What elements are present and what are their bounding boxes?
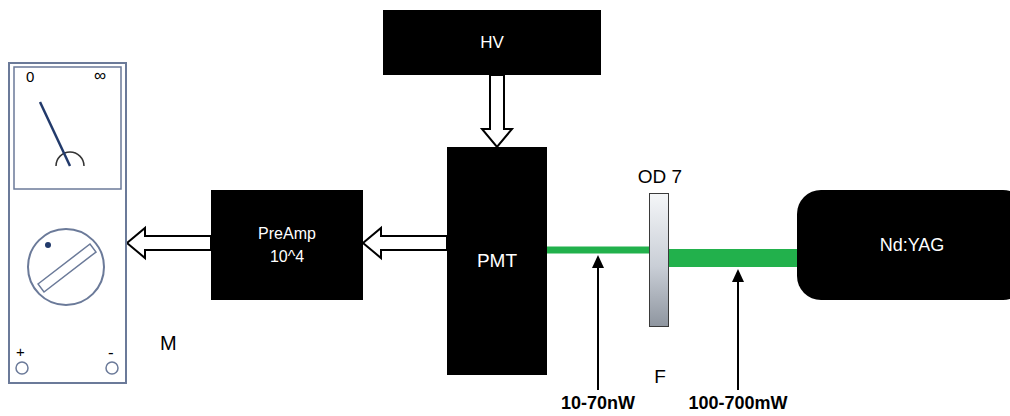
box-label: PreAmp 10^4 [242,222,332,268]
filter: OD 7F [649,193,669,327]
filter-od: OD 7 [622,166,698,188]
signal-arrow [127,228,211,258]
laser-box: Nd:YAG [797,190,1010,300]
terminal-sign: + [16,343,25,360]
laser-beam [547,247,649,254]
box-label: HV [480,33,504,53]
leader-line [737,276,739,390]
power-label: 100-700mW [688,393,787,414]
signal-arrow [482,75,512,147]
meter-drawing [8,62,127,384]
box-label: PMT [477,250,517,272]
hv-supply: HV [383,10,601,75]
pmt-box: PMT [447,147,547,375]
meter-label: M [160,332,177,355]
scale-mark: ∞ [94,66,106,86]
scale-mark: 0 [26,68,34,85]
box-label: Nd:YAG [880,235,945,256]
leader-line [597,262,599,390]
laser-beam [669,249,797,267]
terminal-sign: - [108,343,114,363]
leader-head [592,255,604,268]
filter-label: F [622,366,698,388]
preamp-box: PreAmp 10^4 [211,190,363,300]
signal-arrow [363,228,447,258]
power-label: 10-70nW [561,393,635,414]
leader-head [732,269,744,282]
meter: 0∞+-M [8,62,127,384]
